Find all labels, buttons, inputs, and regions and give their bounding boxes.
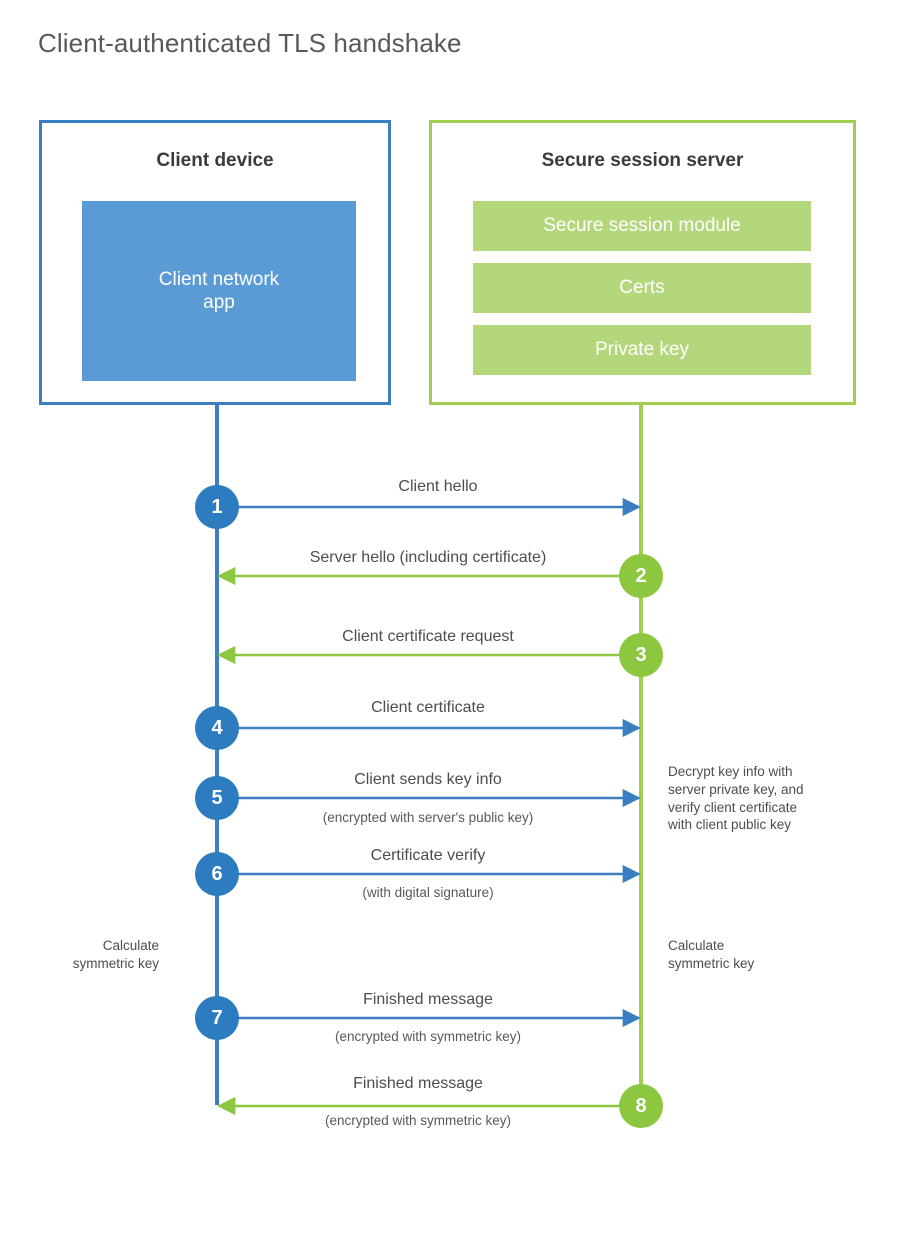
message-label-1: Client hello (398, 478, 478, 495)
step-circle-3[interactable]: 3 (619, 633, 663, 677)
step-circle-4[interactable]: 4 (195, 706, 239, 750)
message-label-6: Certificate verify (370, 847, 486, 864)
message-label-8: Finished message (353, 1075, 483, 1092)
message-sublabel-7: (encrypted with symmetric key) (334, 1029, 522, 1044)
step-circle-7[interactable]: 7 (195, 996, 239, 1040)
message-sublabel-8: (encrypted with symmetric key) (324, 1113, 512, 1128)
step-circle-6[interactable]: 6 (195, 852, 239, 896)
client-lifeline (215, 405, 219, 1105)
note-client-calculate-symmetric-key: Calculate symmetric key (72, 938, 159, 971)
note-server-decrypt: Decrypt key info with server private key… (668, 764, 804, 833)
client-device-title: Client device (156, 150, 274, 171)
page-title: Client-authenticated TLS handshake (38, 28, 462, 58)
message-sublabel-6: (with digital signature) (362, 885, 494, 900)
client-network-app-block: Client network app (82, 201, 356, 381)
message-label-3: Client certificate request (342, 628, 514, 645)
message-label-7: Finished message (363, 991, 493, 1008)
server-module-secure-session-module: Secure session module (473, 201, 811, 251)
step-circle-5[interactable]: 5 (195, 776, 239, 820)
server-lifeline (639, 405, 643, 1105)
server-module-private-key: Private key (473, 325, 811, 375)
note-server-calculate-symmetric-key: Calculate symmetric key (668, 938, 755, 971)
step-circle-1[interactable]: 1 (195, 485, 239, 529)
secure-session-server-box: Secure session server Secure session mod… (429, 120, 856, 405)
server-module-certs: Certs (473, 263, 811, 313)
message-label-4: Client certificate (371, 699, 485, 716)
message-sublabel-5: (encrypted with server's public key) (322, 810, 534, 825)
secure-session-server-title: Secure session server (541, 150, 744, 171)
step-circle-8[interactable]: 8 (619, 1084, 663, 1128)
message-label-2: Server hello (including certificate) (309, 549, 547, 566)
client-device-box: Client device Client network app (39, 120, 391, 405)
step-circle-2[interactable]: 2 (619, 554, 663, 598)
message-label-5: Client sends key info (354, 771, 502, 788)
